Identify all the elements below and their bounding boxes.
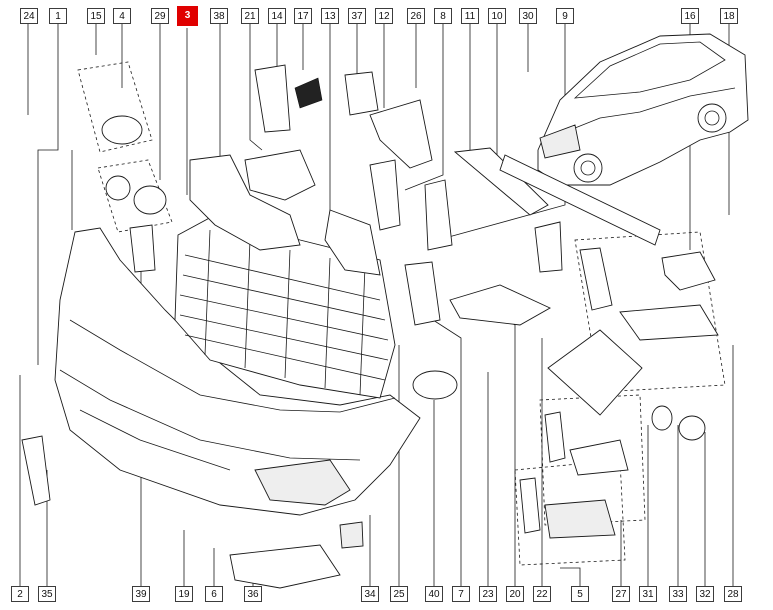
ref-label[interactable]: 13: [321, 8, 339, 24]
ref-label[interactable]: 7: [452, 586, 470, 602]
ref-label[interactable]: 30: [519, 8, 537, 24]
ref-label[interactable]: 32: [696, 586, 714, 602]
ref-label-highlighted[interactable]: 3: [177, 6, 198, 26]
ref-label[interactable]: 12: [375, 8, 393, 24]
ref-label[interactable]: 22: [533, 586, 551, 602]
ref-label[interactable]: 29: [151, 8, 169, 24]
ref-label[interactable]: 25: [390, 586, 408, 602]
ref-label[interactable]: 37: [348, 8, 366, 24]
ref-label[interactable]: 24: [20, 8, 38, 24]
ref-label[interactable]: 34: [361, 586, 379, 602]
car-illustration: [537, 33, 749, 186]
ref-label[interactable]: 27: [612, 586, 630, 602]
ref-label[interactable]: 14: [268, 8, 286, 24]
ref-label[interactable]: 39: [132, 586, 150, 602]
ref-label[interactable]: 16: [681, 8, 699, 24]
ref-label[interactable]: 38: [210, 8, 228, 24]
ref-label[interactable]: 33: [669, 586, 687, 602]
ref-label[interactable]: 23: [479, 586, 497, 602]
ref-label[interactable]: 9: [556, 8, 574, 24]
ref-label[interactable]: 17: [294, 8, 312, 24]
ref-label[interactable]: 21: [241, 8, 259, 24]
ref-label[interactable]: 11: [461, 8, 479, 24]
ref-label[interactable]: 2: [11, 586, 29, 602]
brackets-and-supports: [21, 64, 719, 589]
front-bumper-cover: [54, 227, 421, 516]
ref-label[interactable]: 6: [205, 586, 223, 602]
ref-label[interactable]: 20: [506, 586, 524, 602]
ref-label[interactable]: 19: [175, 586, 193, 602]
ref-label[interactable]: 26: [407, 8, 425, 24]
ref-label[interactable]: 5: [571, 586, 589, 602]
ref-label[interactable]: 28: [724, 586, 742, 602]
ref-label[interactable]: 15: [87, 8, 105, 24]
ref-label[interactable]: 18: [720, 8, 738, 24]
ref-label[interactable]: 10: [488, 8, 506, 24]
ref-label[interactable]: 8: [434, 8, 452, 24]
ref-label[interactable]: 36: [244, 586, 262, 602]
ref-label[interactable]: 4: [113, 8, 131, 24]
ref-label[interactable]: 40: [425, 586, 443, 602]
ref-label[interactable]: 35: [38, 586, 56, 602]
ref-label[interactable]: 1: [49, 8, 67, 24]
ref-label[interactable]: 31: [639, 586, 657, 602]
